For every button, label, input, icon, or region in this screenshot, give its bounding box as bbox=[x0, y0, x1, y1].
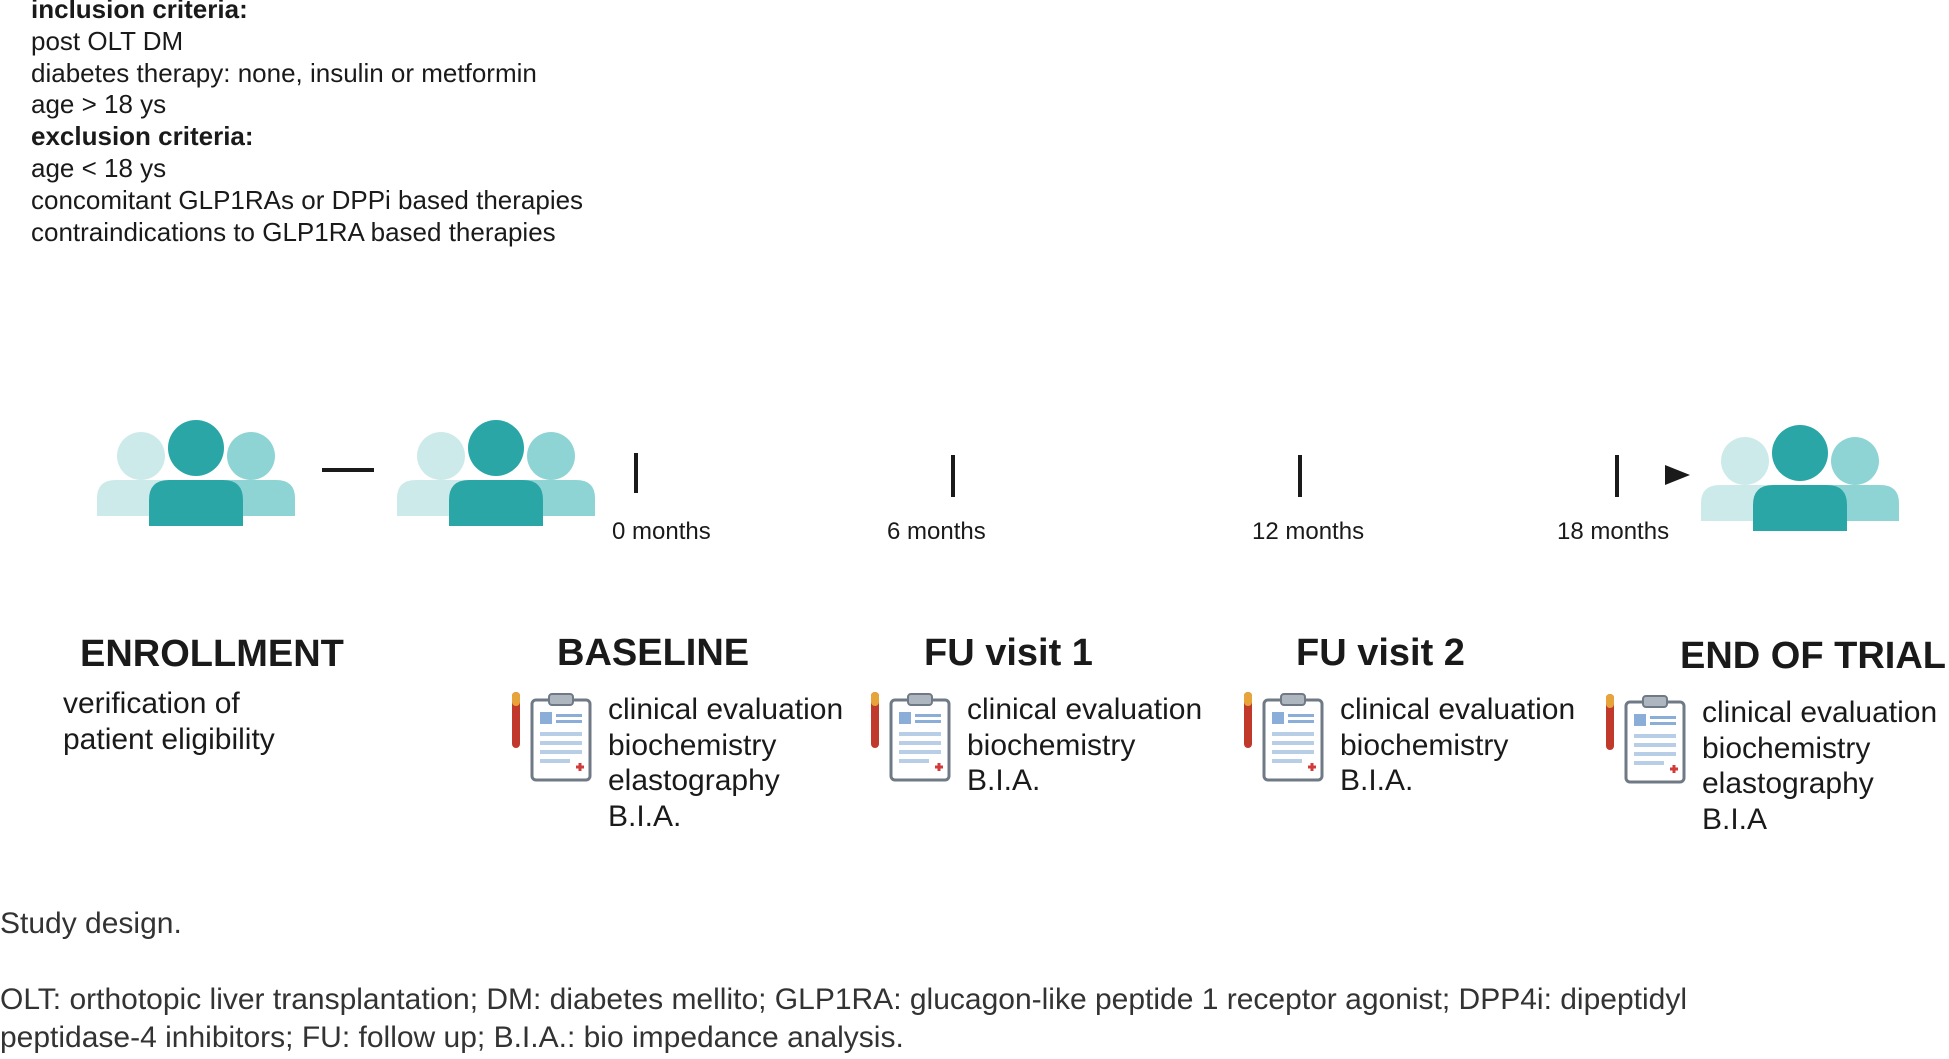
list-item: elastography bbox=[608, 764, 780, 797]
phase-title-baseline: BASELINE bbox=[557, 632, 750, 674]
figure-caption-title: Study design. bbox=[0, 907, 182, 940]
phase-title-end-of-trial: END OF TRIAL bbox=[1680, 635, 1946, 677]
people-group-icon bbox=[97, 420, 295, 526]
list-item: clinical evaluation bbox=[967, 693, 1203, 726]
exclusion-heading: exclusion criteria: bbox=[31, 121, 254, 152]
timeline-arrow-icon bbox=[1665, 465, 1690, 485]
list-item: clinical evaluation bbox=[1340, 693, 1576, 726]
clipboard-icon bbox=[1242, 690, 1324, 782]
list-item: clinical evaluation bbox=[608, 693, 844, 726]
inclusion-item: post OLT DM bbox=[31, 25, 184, 56]
inclusion-item: age > 18 ys bbox=[31, 89, 167, 120]
list-item: clinical evaluation bbox=[1702, 696, 1938, 729]
phase-items-fu-visit-1: clinical evaluation biochemistry B.I.A. bbox=[967, 692, 1202, 799]
figure-caption-line: OLT: orthotopic liver transplantation; D… bbox=[0, 983, 1688, 1016]
exclusion-item: concomitant GLP1RAs or DPPi based therap… bbox=[31, 184, 584, 215]
phase-title-fu-visit-1: FU visit 1 bbox=[924, 632, 1093, 674]
inclusion-heading: inclusion criteria: bbox=[31, 0, 248, 24]
phase-title-fu-visit-2: FU visit 2 bbox=[1296, 632, 1465, 674]
criteria-block: inclusion criteria: post OLT DM diabetes… bbox=[31, 0, 583, 248]
list-item: biochemistry bbox=[1702, 731, 1871, 765]
phase-items-enrollment: verification of patient eligibility bbox=[63, 686, 275, 757]
figure-caption-line: peptidase-4 inhibitors; FU: follow up; B… bbox=[0, 1021, 904, 1054]
phase-items-end-of-trial: clinical evaluation biochemistry elastog… bbox=[1702, 695, 1937, 837]
list-item: B.I.A. bbox=[1340, 764, 1414, 797]
month-label: 0 months bbox=[612, 518, 711, 545]
month-label: 6 months bbox=[887, 518, 986, 545]
phase-title-enrollment: ENROLLMENT bbox=[80, 633, 344, 675]
clipboard-icon bbox=[510, 690, 592, 782]
list-item: verification of bbox=[63, 687, 240, 720]
exclusion-item: contraindications to GLP1RA based therap… bbox=[31, 216, 556, 247]
people-group-icon bbox=[1701, 425, 1899, 531]
list-item: biochemistry bbox=[608, 728, 777, 762]
people-group-icon bbox=[397, 420, 595, 526]
inclusion-item: diabetes therapy: none, insulin or metfo… bbox=[31, 57, 537, 88]
list-item: B.I.A. bbox=[967, 764, 1041, 797]
exclusion-item: age < 18 ys bbox=[31, 152, 167, 183]
list-item: B.I.A. bbox=[608, 799, 682, 833]
month-label: 18 months bbox=[1557, 518, 1670, 545]
month-label: 12 months bbox=[1252, 518, 1365, 545]
clipboard-icon bbox=[1604, 692, 1686, 784]
list-item: elastography bbox=[1702, 767, 1874, 800]
phase-items-baseline: clinical evaluation biochemistry elastog… bbox=[608, 692, 843, 834]
list-item: biochemistry bbox=[1340, 728, 1509, 762]
list-item: B.I.A bbox=[1702, 802, 1768, 836]
phase-items-fu-visit-2: clinical evaluation biochemistry B.I.A. bbox=[1340, 692, 1575, 799]
list-item: biochemistry bbox=[967, 728, 1136, 762]
list-item: patient eligibility bbox=[63, 722, 275, 756]
clipboard-icon bbox=[869, 690, 951, 782]
